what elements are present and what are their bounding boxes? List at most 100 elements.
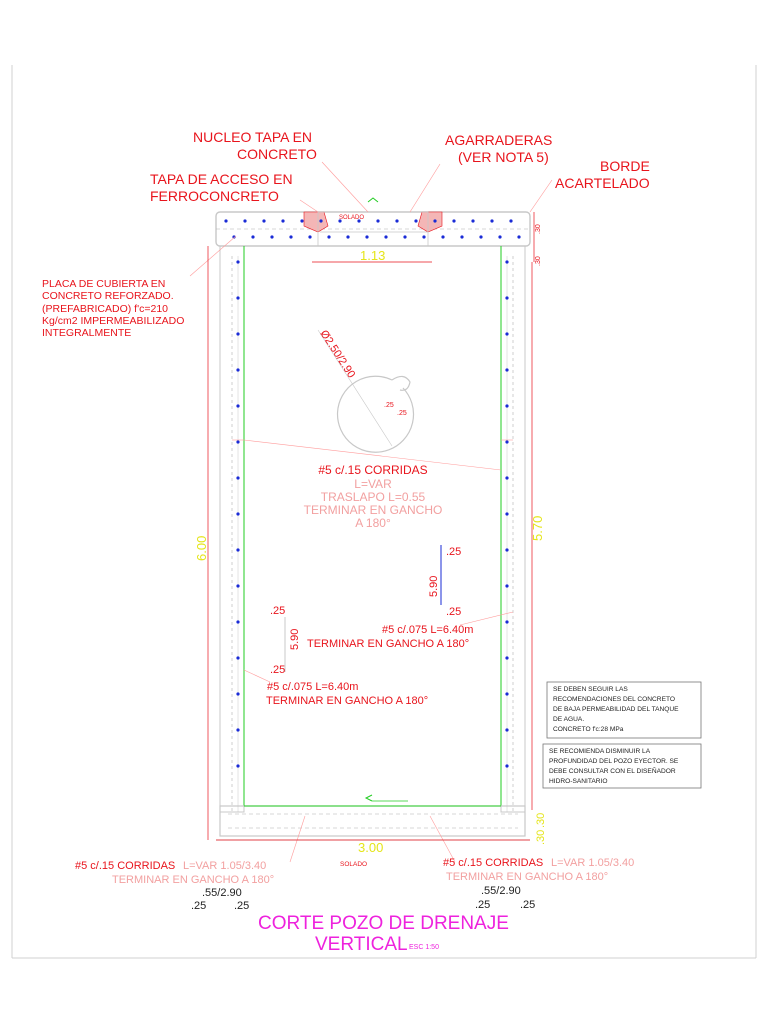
rebar-dot (414, 219, 418, 223)
dim-slab-top: .30 (535, 224, 542, 234)
middle-rebar-note: #5 c/.15 CORRIDAS L=VAR TRASLAPO L=0.55 … (304, 463, 443, 530)
label-bar-r-top: .25 (446, 546, 461, 558)
label-bottom-l-lvar: L=VAR 1.05/3.40 (183, 860, 266, 872)
note-line: SE DEBEN SEGUIR LAS (553, 686, 628, 693)
rebar-dot (505, 620, 509, 624)
rebar-dot (384, 235, 388, 239)
rebar-dot (236, 260, 240, 264)
bottom-right-note: #5 c/.15 CORRIDAS L=VAR 1.05/3.40 TERMIN… (443, 857, 634, 911)
dimension-lines (207, 212, 535, 841)
sheet-frame (11, 65, 757, 959)
note-line: PROFUNDIDAD DEL POZO EYECTOR. SE (549, 758, 679, 765)
rebar-dot (505, 404, 509, 408)
rebar-dot (505, 692, 509, 696)
rebar-dot (236, 476, 240, 480)
rebar-dot (441, 235, 445, 239)
dimension-labels: 1.13 6.00 5.70 3.00 .30 .30 .30 .30 (194, 224, 547, 855)
callout-labels: NUCLEO TAPA EN CONCRETO AGARRADERAS (VER… (150, 129, 650, 221)
rebar-dot (236, 656, 240, 660)
bar-symbols (284, 545, 442, 672)
rebar-dot (460, 235, 464, 239)
rebar-dot (243, 219, 247, 223)
rebar-dot (479, 235, 483, 239)
rebar-dot (505, 656, 509, 660)
dim-height-total: 6.00 (194, 536, 209, 561)
slab-rebar-dots (224, 219, 521, 239)
rebar-dot (281, 219, 285, 223)
rebar-dot (505, 332, 509, 336)
bottom-left-note: #5 c/.15 CORRIDAS L=VAR 1.05/3.40 TERMIN… (75, 860, 274, 912)
base-slab (219, 805, 526, 837)
well-structure (215, 197, 531, 841)
rebar-dot (505, 476, 509, 480)
left-bar-note: .25 5.90 .25 #5 c/.075 L=6.40m TERMINAR … (266, 605, 428, 707)
rebar-dot (338, 219, 342, 223)
rebar-dot (236, 512, 240, 516)
rebar-dot (346, 235, 350, 239)
label-diameter: Ø2.50/2.90 (317, 328, 357, 380)
label-nucleo-tapa-2: CONCRETO (237, 146, 317, 162)
label-corridas-mid: #5 c/.15 CORRIDAS (318, 463, 427, 477)
note-line: DE AGUA. (553, 716, 584, 723)
dim-base-b: .30 (535, 830, 547, 845)
dim-slab-gap: .30 (535, 256, 542, 266)
dim-height-inner: 5.70 (530, 516, 545, 541)
rebar-dot (236, 368, 240, 372)
label-bottom-r-lvar: L=VAR 1.05/3.40 (551, 857, 634, 869)
rebar-dot (236, 404, 240, 408)
rebar-dot (236, 296, 240, 300)
rebar-dot (422, 235, 426, 239)
placa-line-5: INTEGRALMENTE (42, 327, 131, 339)
label-bar-l-len: 5.90 (289, 629, 301, 650)
label-agarraderas-2: (VER NOTA 5) (458, 149, 549, 165)
title-line-1: CORTE POZO DE DRENAJE (258, 913, 509, 934)
dim-width-total: 3.00 (358, 840, 383, 855)
label-traslapo: TRASLAPO L=0.55 (321, 490, 426, 504)
rebar-dot (395, 219, 399, 223)
rebar-dot (517, 235, 521, 239)
label-bottom-l-term: TERMINAR EN GANCHO A 180° (112, 874, 274, 886)
rebar-dot (357, 219, 361, 223)
note-line: DEBE CONSULTAR CON EL DISEÑADOR (549, 766, 676, 775)
label-ring-25a: .25 (384, 402, 394, 409)
lid-handle-right (417, 211, 443, 233)
note-line: SE RECOMIENDA DISMINUIR LA (549, 748, 651, 755)
rebar-dot (505, 440, 509, 444)
label-borde-2: ACARTELADO (555, 175, 650, 191)
label-solado-bottom: SOLADO (340, 861, 367, 868)
rebar-dot (270, 235, 274, 239)
rebar-dot (505, 728, 509, 732)
dim-width-inner: 1.13 (360, 248, 385, 263)
placa-line-3: (PREFABRICADO) f'c=210 (42, 303, 168, 315)
rebar-dot (232, 235, 236, 239)
label-nucleo-tapa-1: NUCLEO TAPA EN (193, 129, 312, 145)
label-bar-r-spec: #5 c/.075 L=6.40m (382, 624, 473, 636)
rebar-dot (505, 368, 509, 372)
right-bar-note: .25 5.90 .25 #5 c/.075 L=6.40m TERMINAR … (307, 546, 473, 650)
label-borde-1: BORDE (600, 158, 650, 174)
label-lvar-mid: L=VAR (354, 477, 392, 491)
rebar-dot (236, 332, 240, 336)
label-bar-r-term: TERMINAR EN GANCHO A 180° (307, 638, 469, 650)
label-agarraderas-1: AGARRADERAS (445, 132, 552, 148)
dim-base-a: .30 (535, 813, 547, 828)
rebar-dot (505, 512, 509, 516)
placa-line-2: CONCRETO REFORZADO. (42, 290, 174, 302)
rebar-dot (236, 728, 240, 732)
note-line: DE BAJA PERMEABILIDAD DEL TANQUE (553, 706, 679, 713)
title-line-2: VERTICAL (315, 934, 408, 955)
label-terminar-gancho-1: TERMINAR EN GANCHO (304, 503, 443, 517)
rebar-dot (236, 620, 240, 624)
ring-detail (317, 329, 415, 453)
label-bar-l-spec: #5 c/.075 L=6.40m (267, 681, 358, 693)
drawing-title: CORTE POZO DE DRENAJE VERTICAL ESC 1:50 (258, 913, 509, 955)
label-bottom-l-dim: .55/2.90 (202, 887, 242, 899)
label-bar-l-top: .25 (270, 605, 285, 617)
label-bar-r-len: 5.90 (428, 576, 440, 597)
rebar-dot (365, 235, 369, 239)
label-solado-top: SOLADO (339, 215, 364, 221)
rebar-dot (289, 235, 293, 239)
note-line: CONCRETO f'c:28 MPa (553, 726, 624, 733)
rebar-dot (319, 219, 323, 223)
